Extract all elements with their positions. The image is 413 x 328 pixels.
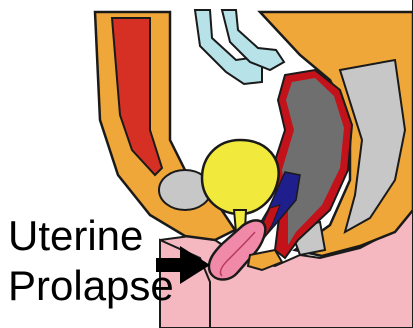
label-prolapse: Prolapse [8,262,174,309]
bladder [202,140,279,214]
label-uterine: Uterine [8,212,143,259]
arrow-shaft [156,258,184,272]
